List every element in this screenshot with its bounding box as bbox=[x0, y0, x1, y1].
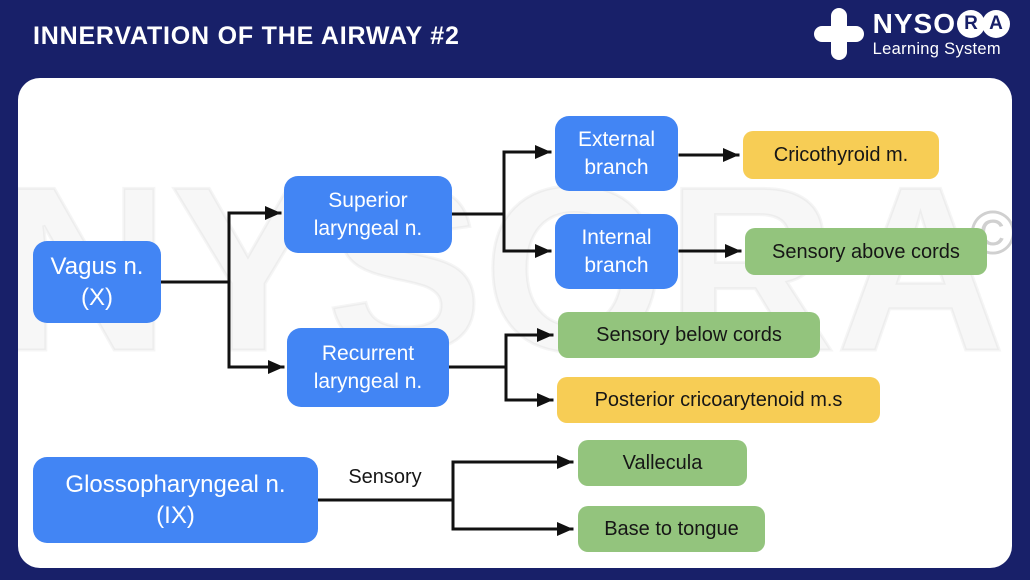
logo-circle-a: A bbox=[982, 9, 1010, 38]
page-title: INNERVATION OF THE AIRWAY #2 bbox=[33, 22, 460, 50]
node-glossopharyngeal-nerve: Glossopharyngeal n. (IX) bbox=[33, 457, 318, 543]
logo-brand-prefix: NYSO bbox=[872, 7, 956, 39]
logo-circle-r: R bbox=[957, 9, 985, 38]
medical-cross-icon bbox=[813, 8, 864, 60]
node-base-to-tongue: Base to tongue bbox=[578, 506, 765, 552]
node-vallecula: Vallecula bbox=[578, 440, 747, 486]
node-vagus-nerve: Vagus n. (X) bbox=[33, 241, 161, 323]
node-external-branch: External branch bbox=[555, 116, 678, 191]
edge-label-sensory: Sensory bbox=[348, 466, 422, 488]
node-sensory-above-cords: Sensory above cords bbox=[745, 228, 987, 275]
node-internal-branch: Internal branch bbox=[555, 214, 678, 289]
node-recurrent-laryngeal-nerve: Recurrent laryngeal n. bbox=[287, 328, 449, 407]
node-cricothyroid-muscle: Cricothyroid m. bbox=[743, 131, 939, 179]
node-superior-laryngeal-nerve: Superior laryngeal n. bbox=[284, 176, 452, 253]
nysora-logo: NYSO R A Learning System bbox=[813, 7, 1010, 60]
logo-subtitle: Learning System bbox=[872, 39, 1001, 58]
logo-text: NYSO R A Learning System bbox=[872, 7, 1010, 59]
node-posterior-cricoarytenoid-muscles: Posterior cricoarytenoid m.s bbox=[557, 377, 880, 423]
node-sensory-below-cords: Sensory below cords bbox=[558, 312, 820, 358]
